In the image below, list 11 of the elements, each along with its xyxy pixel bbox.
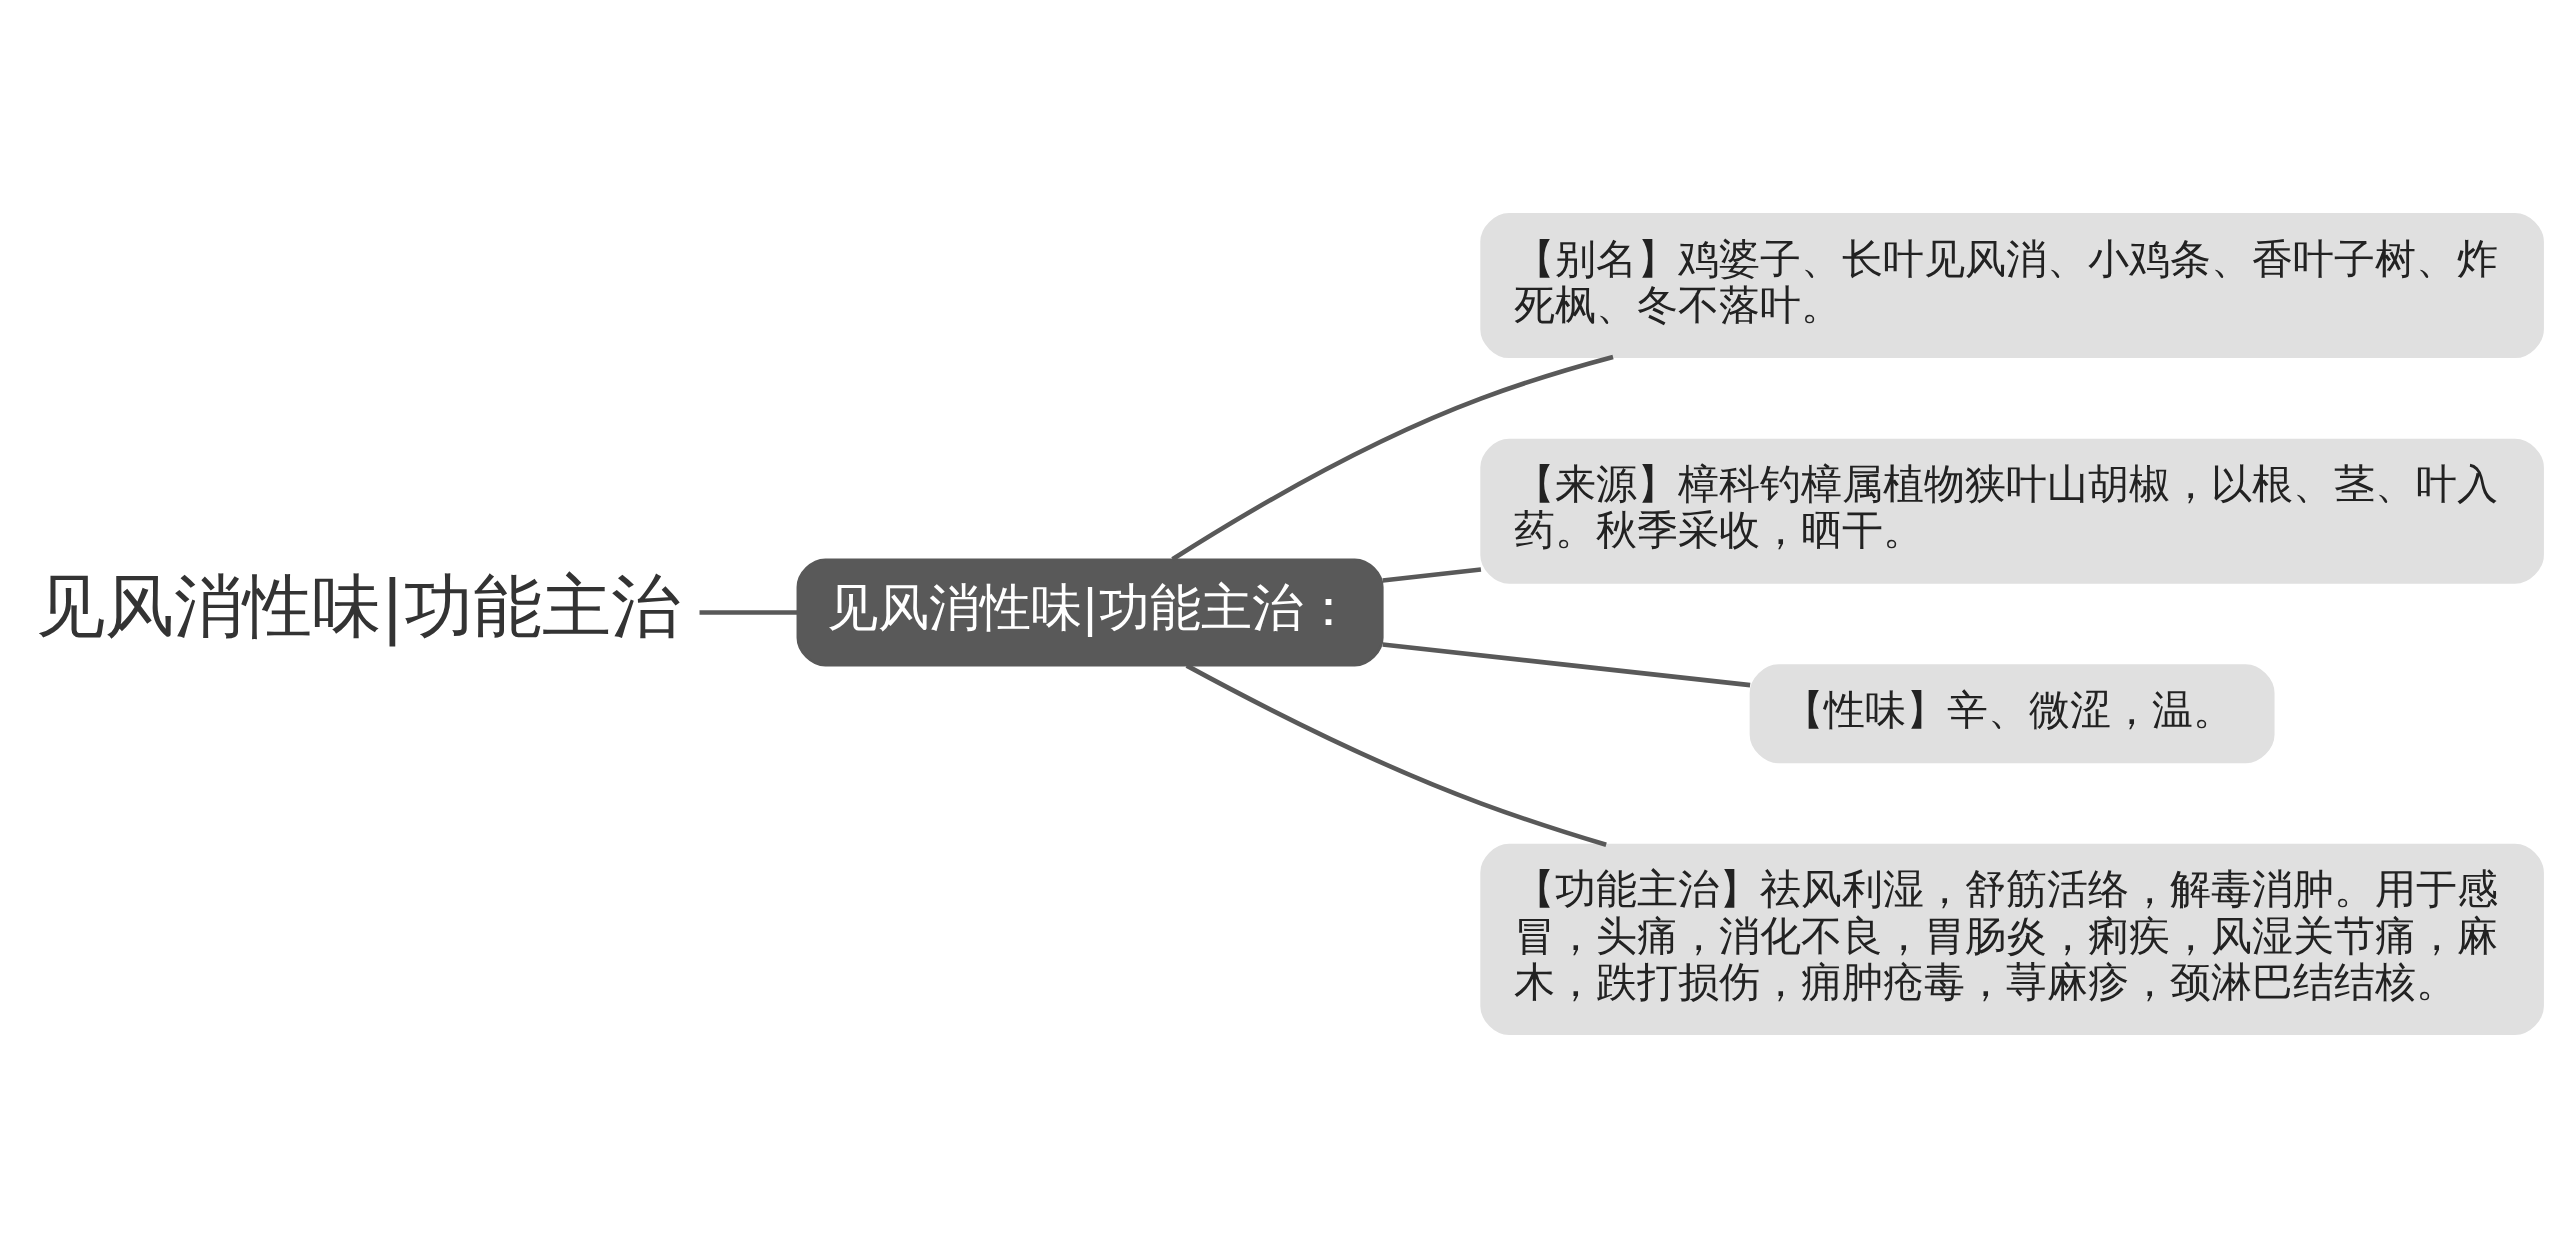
connector: [1382, 641, 1751, 687]
connector: [1185, 663, 1607, 847]
connector: [1171, 354, 1614, 561]
node-box: 【来源】樟科钓樟属植物狭叶山胡椒，以根、茎、叶入药。秋季采收，晒干。: [1480, 438, 2544, 584]
connector: [699, 609, 798, 615]
node-box: 【功能主治】祛风利湿，舒筋活络，解毒消肿。用于感冒，头痛，消化不良，胃肠炎，痢疾，风湿关节痛，麻木，跌打损伤，痈肿疮毒，荨麻疹，颈淋巴结结核。: [1480, 843, 2544, 1035]
node-box: 【性味】辛、微涩，温。: [1749, 663, 2275, 763]
node-box: 见风消性味|功能主治：: [796, 557, 1384, 667]
node-text: 见风消性味|功能主治: [35, 565, 681, 646]
node-box: 【别名】鸡婆子、长叶见风消、小鸡条、香叶子树、炸死枫、冬不落叶。: [1480, 212, 2544, 358]
connector: [1382, 566, 1482, 583]
